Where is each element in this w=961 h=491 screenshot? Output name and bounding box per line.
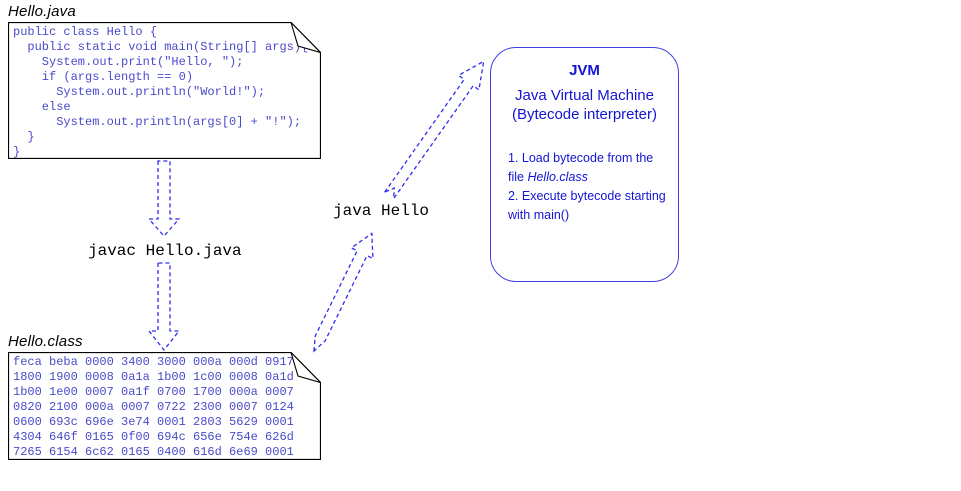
compile-arrow-top bbox=[147, 160, 181, 237]
hex-line: 0600 693c 696e 3e74 0001 2803 5629 0001 bbox=[13, 415, 294, 429]
code-line: System.out.println(args[0] + "!"); bbox=[13, 115, 302, 129]
java-source-code: public class Hello { public static void … bbox=[8, 22, 321, 159]
jvm-step-2-text: 2. Execute bytecode starting with main() bbox=[508, 189, 666, 222]
hello-java-title: Hello.java bbox=[8, 3, 76, 20]
jvm-subtitle-line2: (Bytecode interpreter) bbox=[511, 106, 658, 123]
code-line: System.out.println("World!"); bbox=[13, 85, 266, 99]
jvm-title: JVM bbox=[569, 62, 600, 79]
javac-command-label: javac Hello.java bbox=[88, 242, 242, 260]
hello-class-title: Hello.class bbox=[8, 333, 83, 350]
code-line: public class Hello { bbox=[13, 25, 158, 39]
hex-line: 1b00 1e00 0007 0a1f 0700 1700 000a 0007 bbox=[13, 385, 294, 399]
code-line: } bbox=[13, 130, 35, 144]
jvm-subtitle-line1: Java Virtual Machine bbox=[515, 87, 654, 104]
hex-line: 0820 2100 000a 0007 0722 2300 0007 0124 bbox=[13, 400, 294, 414]
jvm-step-2: 2. Execute bytecode starting with main() bbox=[508, 187, 672, 225]
jvm-step-1-text: 1. Load bytecode from the file bbox=[508, 151, 654, 184]
code-line: else bbox=[13, 100, 71, 114]
jvm-steps: 1. Load bytecode from the file Hello.cla… bbox=[508, 149, 672, 225]
hello-java-file-box: public class Hello { public static void … bbox=[8, 22, 321, 159]
hex-line: 7265 6154 6c62 0165 0400 616d 6e69 0001 bbox=[13, 445, 294, 459]
code-line: System.out.print("Hello, "); bbox=[13, 55, 244, 69]
jvm-subtitle: Java Virtual Machine (Bytecode interpret… bbox=[491, 86, 678, 124]
run-arrow-upper bbox=[382, 60, 485, 201]
compile-arrow-bottom bbox=[147, 262, 181, 352]
hello-class-file-box: feca beba 0000 3400 3000 000a 000d 0917 … bbox=[8, 352, 321, 460]
jvm-box: JVM Java Virtual Machine (Bytecode inter… bbox=[490, 47, 679, 282]
run-arrow-lower bbox=[313, 232, 374, 353]
hex-line: feca beba 0000 3400 3000 000a 000d 0917 bbox=[13, 355, 294, 369]
jvm-step-1: 1. Load bytecode from the file Hello.cla… bbox=[508, 149, 672, 187]
java-command-label: java Hello bbox=[333, 202, 430, 220]
hex-line: 1800 1900 0008 0a1a 1b00 1c00 0008 0a1d bbox=[13, 370, 294, 384]
hex-line: 4304 646f 0165 0f00 694c 656e 754e 626d bbox=[13, 430, 294, 444]
code-line: public static void main(String[] args){ bbox=[13, 40, 309, 54]
code-line: } bbox=[13, 145, 21, 159]
code-line: if (args.length == 0) bbox=[13, 70, 194, 84]
bytecode-hex-dump: feca beba 0000 3400 3000 000a 000d 0917 … bbox=[8, 352, 321, 460]
jvm-step-1-filename: Hello.class bbox=[527, 170, 588, 184]
